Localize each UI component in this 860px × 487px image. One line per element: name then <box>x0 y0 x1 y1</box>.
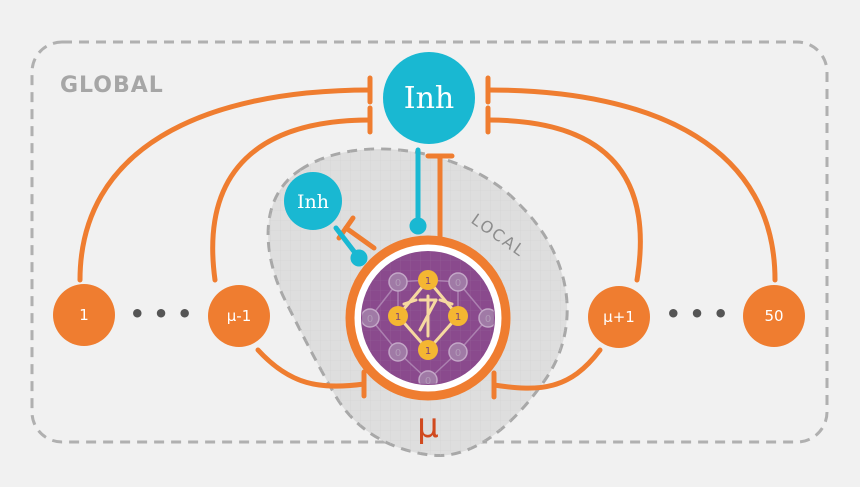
edge-prev-to-mu <box>255 347 367 389</box>
unit-right-label: 1 <box>455 312 461 323</box>
unit-bottom-label: 1 <box>425 346 431 357</box>
mu-label: μ <box>417 406 439 446</box>
ellipsis-right: • • • <box>666 300 729 328</box>
unit-active-bottom[interactable] <box>418 340 438 360</box>
node-mu-plus-1[interactable] <box>588 286 650 348</box>
unit-active-top[interactable] <box>418 270 438 290</box>
unit-left-label: 1 <box>395 312 401 323</box>
unit-off-label: 0 <box>425 376 431 387</box>
local-inh-node[interactable] <box>284 172 342 230</box>
unit-active-left[interactable] <box>388 306 408 326</box>
unit-off-label: 0 <box>485 314 491 325</box>
unit-off-label: 0 <box>395 278 401 289</box>
edge-next-to-inh <box>485 117 643 283</box>
node-mu-minus-1[interactable] <box>208 285 270 347</box>
edge-1-to-inh <box>77 87 373 283</box>
node-50[interactable] <box>743 285 805 347</box>
global-inh-connections <box>77 75 778 400</box>
inh-outputs <box>333 147 427 267</box>
edge-next-to-mu <box>491 347 603 391</box>
local-inh-label: Inh <box>297 191 329 213</box>
unit-top-label: 1 <box>425 276 431 287</box>
node-mu-plus-1-label: μ+1 <box>603 308 635 326</box>
edge-50-to-inh <box>485 87 778 283</box>
edge-mu-to-local-inh <box>343 225 377 251</box>
mu-inner-network: 0 0 0 0 0 0 0 1 1 <box>362 270 494 387</box>
node-1-label: 1 <box>79 306 89 324</box>
unit-off-label: 0 <box>455 278 461 289</box>
unit-off-label: 0 <box>367 314 373 325</box>
edge-prev-to-inh <box>210 117 373 283</box>
global-inh-node[interactable] <box>383 52 475 144</box>
unit-off-label: 0 <box>455 348 461 359</box>
global-label: GLOBAL <box>60 73 164 98</box>
node-mu-minus-1-label: μ-1 <box>227 307 252 325</box>
ellipsis-left: • • • <box>130 300 193 328</box>
node-1[interactable] <box>53 284 115 346</box>
global-inh-label: Inh <box>404 81 455 116</box>
unit-off-label: 0 <box>395 348 401 359</box>
unit-active-right[interactable] <box>448 306 468 326</box>
node-50-label: 50 <box>764 307 783 325</box>
